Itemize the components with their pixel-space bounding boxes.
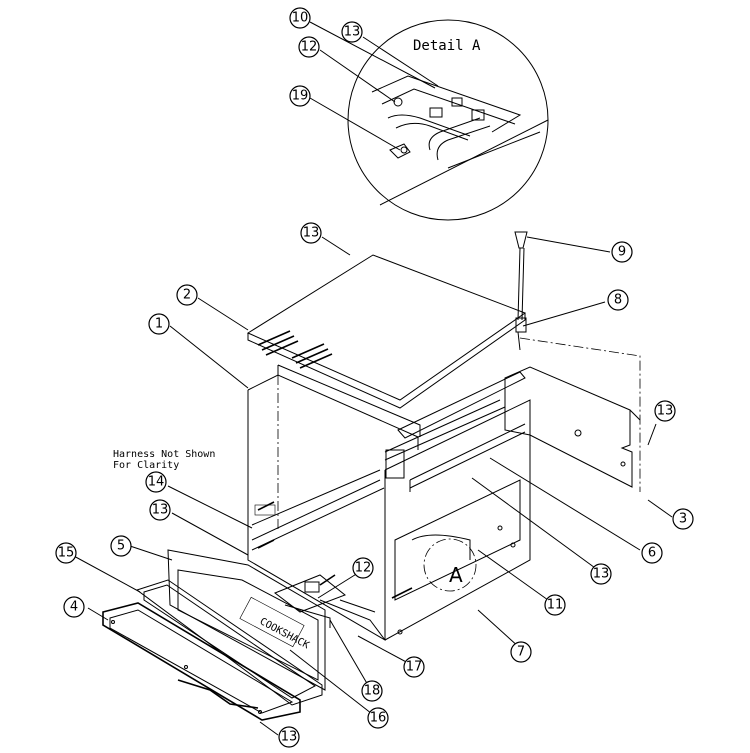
svg-text:13: 13 [344, 25, 361, 40]
svg-text:15: 15 [58, 546, 75, 561]
svg-text:4: 4 [70, 600, 78, 615]
svg-text:11: 11 [547, 598, 564, 613]
leader-lines [71, 21, 673, 736]
callout-11: 11 [544, 594, 566, 616]
callout-13: 13 [278, 726, 300, 748]
section-a-circle [423, 538, 477, 592]
callout-12: 12 [298, 36, 320, 58]
front-panel: COOKSHACK [167, 549, 326, 691]
callout-1: 1 [148, 313, 170, 335]
svg-text:3: 3 [679, 512, 687, 527]
cross-rails [384, 371, 526, 492]
svg-text:5: 5 [117, 539, 125, 554]
callout-18: 18 [361, 680, 383, 702]
callout-17: 17 [403, 656, 425, 678]
callout-13: 13 [341, 21, 363, 43]
svg-text:12: 12 [355, 561, 372, 576]
svg-text:7: 7 [517, 645, 525, 660]
svg-text:18: 18 [364, 684, 381, 699]
gasket [135, 579, 323, 706]
top-cover [246, 254, 527, 409]
callout-13: 13 [654, 400, 676, 422]
side-panel [504, 337, 641, 492]
bottom-tray [273, 574, 386, 641]
callouts: 10 13 12 19 13 9 2 8 1 13 14 3 13 6 15 5… [55, 7, 694, 748]
svg-text:12: 12 [301, 40, 318, 55]
svg-text:8: 8 [614, 293, 622, 308]
callout-15: 15 [55, 542, 77, 564]
callout-10: 10 [289, 7, 311, 29]
callout-12: 12 [352, 557, 374, 579]
svg-text:17: 17 [406, 660, 423, 675]
callout-8: 8 [607, 289, 629, 311]
callout-7: 7 [510, 641, 532, 663]
callout-3: 3 [672, 508, 694, 530]
note-line-1: Harness Not Shown [113, 449, 215, 460]
callout-6: 6 [641, 542, 663, 564]
callout-2: 2 [176, 284, 198, 306]
svg-text:1: 1 [155, 317, 163, 332]
callout-13: 13 [149, 499, 171, 521]
section-a-marker: A [449, 563, 463, 587]
svg-text:19: 19 [292, 89, 309, 104]
callout-9: 9 [611, 241, 633, 263]
callout-19: 19 [289, 85, 311, 107]
svg-text:13: 13 [593, 567, 610, 582]
svg-text:6: 6 [648, 546, 656, 561]
note-line-2: For Clarity [113, 460, 179, 471]
svg-text:13: 13 [152, 503, 169, 518]
svg-text:13: 13 [657, 404, 674, 419]
callout-4: 4 [63, 596, 85, 618]
svg-text:14: 14 [148, 475, 165, 490]
svg-text:10: 10 [292, 11, 309, 26]
svg-text:13: 13 [281, 730, 298, 745]
detail-a-inset: Detail A [347, 19, 549, 221]
detail-a-title: Detail A [413, 38, 481, 54]
svg-text:2: 2 [183, 288, 191, 303]
svg-text:9: 9 [618, 245, 626, 260]
oven-body [247, 364, 531, 641]
door [102, 602, 301, 721]
callout-13: 13 [590, 563, 612, 585]
callout-13: 13 [300, 222, 322, 244]
svg-text:13: 13 [303, 226, 320, 241]
callout-14: 14 [145, 471, 167, 493]
probe-assembly [514, 231, 528, 351]
callout-5: 5 [110, 535, 132, 557]
svg-text:16: 16 [370, 711, 387, 726]
callout-16: 16 [367, 707, 389, 729]
